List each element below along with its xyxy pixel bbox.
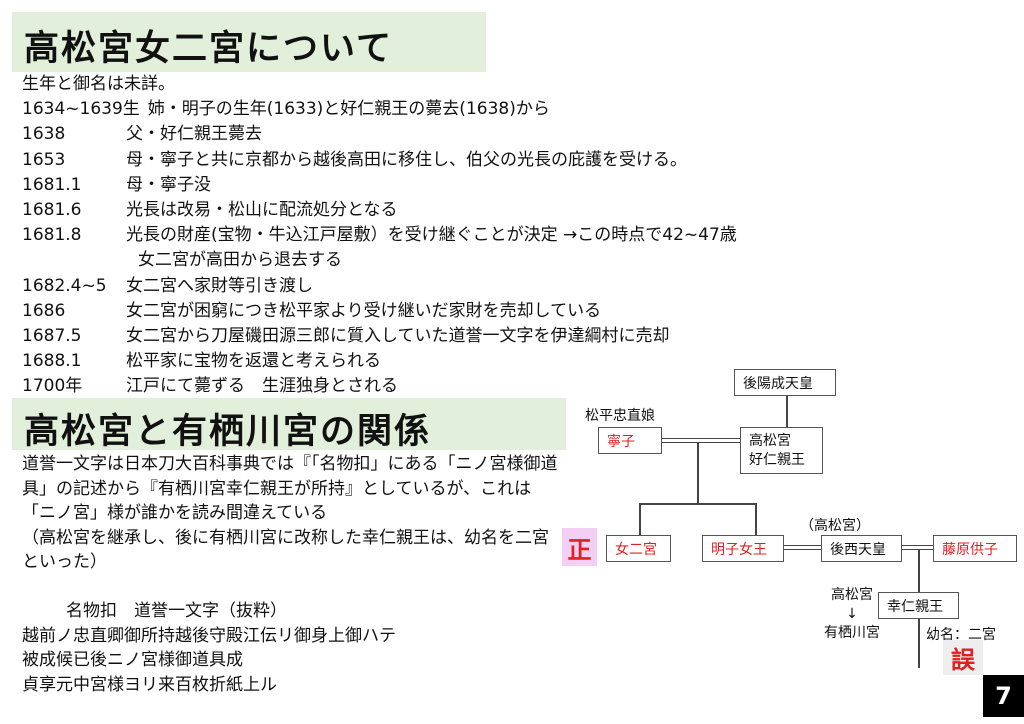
timeline-event: 女二宮へ家財等引き渡し <box>126 275 313 296</box>
timeline-year: 1687.5 <box>22 326 82 347</box>
timeline-row: 1687.5 女二宮から刀屋磯田源三郎に質入していた道誉一文字を伊達綱村に売却 <box>22 324 737 349</box>
connector-line <box>755 503 757 535</box>
timeline-row: 1681.8 光長の財産(宝物・牛込江戸屋敷）を受け継ぐことが決定 →この時点で4… <box>22 223 737 248</box>
timeline-event: 女二宮が困窮につき松平家より受け継いだ家財を売却している <box>126 300 602 321</box>
yoshihito-line1: 高松宮 <box>749 432 791 449</box>
connector-line <box>918 618 920 668</box>
timeline-year: 1682.4~5 <box>22 275 107 296</box>
timeline-event: 女二宮が高田から退去する <box>138 250 342 271</box>
connector-line <box>639 503 641 535</box>
timeline-event: 江戸にて薨ずる 生涯独身とされる <box>126 376 398 397</box>
timeline-event: 姉・明子の生年(1633)と好仁親王の薨去(1638)から <box>147 99 550 120</box>
timeline-year: 1700年 <box>22 376 83 397</box>
matsudaira-label: 松平忠直娘 <box>585 408 655 424</box>
timeline-row: 1686 女二宮が困窮につき松平家より受け継いだ家財を売却している <box>22 299 737 324</box>
timeline-event: 松平家に宝物を返還と考えられる <box>126 351 381 372</box>
timeline-event: 父・好仁親王薨去 <box>126 124 262 145</box>
timeline-row: 1638 父・好仁親王薨去 <box>22 122 737 147</box>
timeline-row: 女二宮が高田から退去する <box>22 248 737 273</box>
section-title: 高松宮女二宮について <box>24 29 393 69</box>
timeline-event: 光長の財産(宝物・牛込江戸屋敷）を受け継ぐことが決定 →この時点で42~47歳 <box>126 225 737 246</box>
timeline-row: 1653 母・寧子と共に京都から越後高田に移住し、伯父の光長の庇護を受ける。 <box>22 148 737 173</box>
person-akiko: 明子女王 <box>702 535 784 562</box>
paragraph: （高松宮を継承し、後に有栖川宮に改称した幸仁親王は、幼名を二宮といった） <box>22 527 549 573</box>
timeline-row: 1634~1639生姉・明子の生年(1633)と好仁親王の薨去(1638)から <box>22 97 737 122</box>
timeline-year: 1681.8 <box>22 225 82 246</box>
explanation: 道誉一文字は日本刀大百科事典では『「名物扣」にある「ニノ宮様御道具」の記述から『… <box>22 452 562 697</box>
connector-line <box>639 503 756 505</box>
timeline-year: 1681.6 <box>22 200 82 221</box>
person-onna-ninomiya: 女二宮 <box>606 535 671 562</box>
timeline-row: 1681.1 母・寧子没 <box>22 173 737 198</box>
timeline-year: 1688.1 <box>22 351 82 372</box>
timeline-event: 母・寧子没 <box>126 174 211 195</box>
timeline-year: 1681.1 <box>22 174 82 195</box>
marriage-line <box>902 545 933 550</box>
quote-line: 越前ノ忠直卿御所持越後守殿江伝リ御身上御ハテ <box>22 625 396 646</box>
connector-line <box>786 395 788 427</box>
marriage-line <box>662 438 740 443</box>
section-title-banner-2: 高松宮と有栖川宮の関係 <box>12 398 566 452</box>
person-gosai: 後西天皇 <box>821 535 902 562</box>
timeline-row: 1688.1 松平家に宝物を返還と考えられる <box>22 349 737 374</box>
timeline-year: 1653 <box>22 149 66 170</box>
timeline-event: 母・寧子と共に京都から越後高田に移住し、伯父の光長の庇護を受ける。 <box>126 149 687 170</box>
takamatsu-label: （高松宮） <box>800 518 870 534</box>
timeline-year: 1634~1639生 <box>22 99 140 120</box>
wrong-mark: 誤 <box>943 640 983 675</box>
paragraph: 道誉一文字は日本刀大百科事典では『「名物扣」にある「ニノ宮様御道具」の記述から『… <box>22 454 558 523</box>
timeline-event: 光長は改易・松山に配流処分となる <box>126 200 398 221</box>
section-title-banner: 高松宮女二宮について <box>12 12 486 72</box>
connector-line <box>697 443 699 503</box>
page-number: 7 <box>983 675 1024 717</box>
person-fujiwara: 藤原供子 <box>933 535 1017 562</box>
timeline-event: 女二宮から刀屋磯田源三郎に質入していた道誉一文字を伊達綱村に売却 <box>126 326 670 347</box>
timeline: 生年と御名は未詳。 1634~1639生姉・明子の生年(1633)と好仁親王の薨… <box>22 72 737 400</box>
timeline-row: 1700年 江戸にて薨ずる 生涯独身とされる <box>22 374 737 399</box>
rename-to: 有栖川宮 <box>824 625 880 641</box>
connector-line <box>918 549 920 592</box>
correct-mark: 正 <box>562 528 597 566</box>
intro-text: 生年と御名は未詳。 <box>22 74 175 94</box>
timeline-year: 1686 <box>22 300 66 321</box>
timeline-year: 1638 <box>22 124 66 145</box>
quote-line: 被成候已後ニノ宮様御道具成 <box>22 650 243 670</box>
quote-title: 名物扣 道誉一文字（抜粋） <box>66 601 287 621</box>
person-yukihito: 幸仁親王 <box>878 592 959 619</box>
yoshihito-line2: 好仁親王 <box>749 451 805 468</box>
rename-from: 高松宮 <box>831 587 873 603</box>
marriage-line <box>784 545 821 550</box>
arrow-down-icon: ↓ <box>846 606 858 622</box>
timeline-row: 1682.4~5 女二宮へ家財等引き渡し <box>22 274 737 299</box>
person-go-yozei: 後陽成天皇 <box>734 369 836 396</box>
quote-line: 貞享元中宮様ヨリ来百枚折紙上ル <box>22 674 277 695</box>
person-yoshihito: 高松宮 好仁親王 <box>740 427 823 474</box>
rename-note: 高松宮 ↓ 有栖川宮 <box>820 586 884 643</box>
childhood-name: 幼名：二宮 <box>926 627 996 643</box>
timeline-row: 1681.6 光長は改易・松山に配流処分となる <box>22 198 737 223</box>
section-title-2: 高松宮と有栖川宮の関係 <box>24 412 432 452</box>
person-neiko: 寧子 <box>598 427 662 454</box>
